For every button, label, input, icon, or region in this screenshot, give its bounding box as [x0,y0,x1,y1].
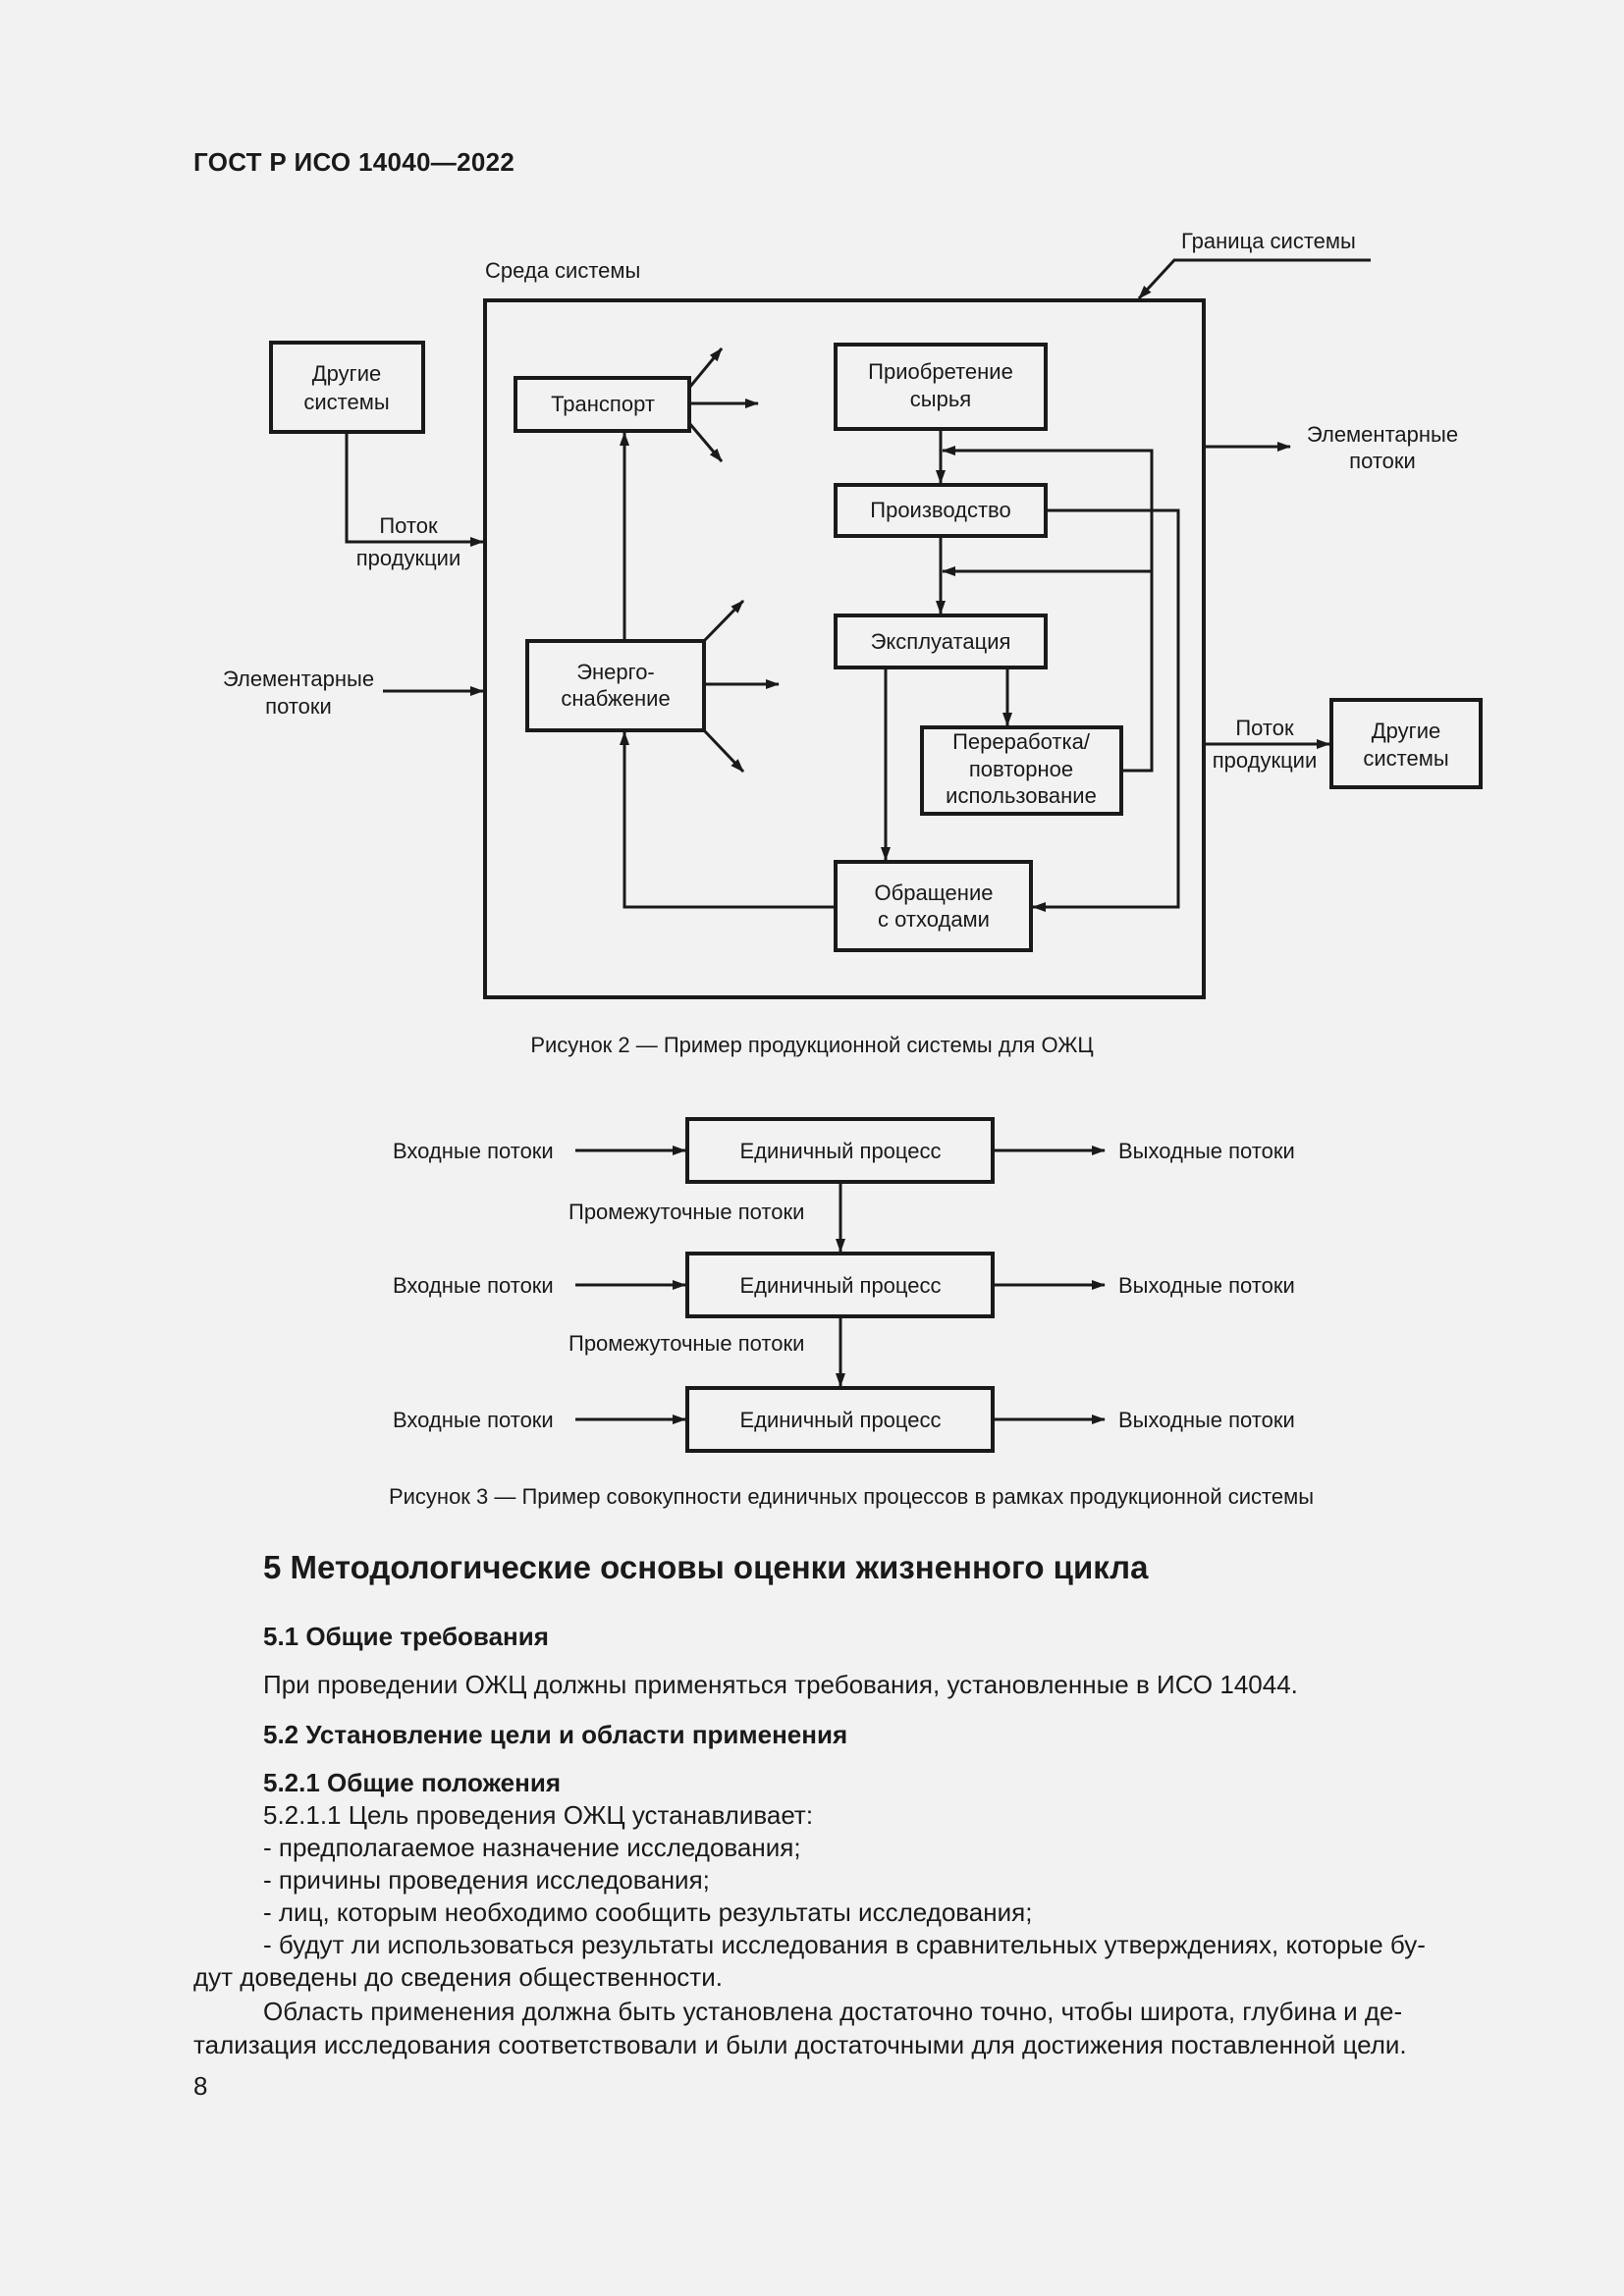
fig3-intermediate-1: Промежуточные потоки [568,1200,804,1224]
use-box [834,614,1048,669]
label-product-flow-left-1: Поток [379,513,438,538]
label-other-systems-left-1: Другие [312,361,381,386]
list-item: - лиц, которым необходимо сообщить резул… [263,1897,1033,1927]
label-product-flow-left-2: продукции [356,546,461,570]
scope-paragraph-line-1: Область применения должна быть установле… [263,1997,1403,2026]
label-energy-1: Энерго- [576,660,655,684]
list-item-last-line-1: - будут ли использоваться результаты исс… [263,1930,1426,1959]
section-5-2-1-title: 5.2.1 Общие положения [263,1768,561,1797]
system-boundary-box [483,298,1206,999]
fig3-output-2: Выходные потоки [1118,1273,1295,1298]
label-other-systems-right-2: системы [1363,746,1448,771]
label-recycling-2: повторное [969,757,1073,781]
fig3-output-3: Выходные потоки [1118,1408,1295,1432]
figure-2-diagram: Граница системы Среда системы Другие сис… [223,229,1483,999]
section-5-1-title: 5.1 Общие требования [263,1622,549,1651]
fig3-output-1: Выходные потоки [1118,1139,1295,1163]
page-number: 8 [193,2071,208,2101]
scope-paragraph-line-2: тализация исследования соответствовали и… [193,2030,1407,2059]
list-item: - предполагаемое назначение исследования… [263,1833,801,1862]
figure-2-caption: Рисунок 2 — Пример продукционной системы… [530,1033,1094,1057]
label-elementary-flows-left-1: Элементарные [223,667,374,691]
list-item: - причины проведения исследования; [263,1865,710,1895]
label-waste-2: с отходами [878,907,990,932]
label-raw-1: Приобретение [868,359,1013,384]
label-use: Эксплуатация [871,629,1011,654]
label-system-boundary: Граница системы [1181,229,1356,253]
label-elementary-flows-right-1: Элементарные [1307,422,1458,447]
fig3-process-1: Единичный процесс [739,1139,941,1163]
label-other-systems-right-1: Другие [1372,719,1440,743]
section-5-1-text: При проведении ОЖЦ должны применяться тр… [263,1670,1298,1699]
fig3-input-1: Входные потоки [393,1139,554,1163]
fig3-input-3: Входные потоки [393,1408,554,1432]
label-system-environment: Среда системы [485,258,640,283]
section-5-2-title: 5.2 Установление цели и области применен… [263,1720,848,1749]
list-item-last-line-2: дут доведены до сведения общественности. [193,1962,723,1992]
fig3-input-2: Входные потоки [393,1273,554,1298]
label-elementary-flows-right-2: потоки [1349,449,1416,473]
label-recycling-3: использование [946,783,1097,808]
label-production: Производство [870,498,1010,522]
label-product-flow-right-1: Поток [1235,716,1294,740]
fig3-intermediate-2: Промежуточные потоки [568,1331,804,1356]
label-transport: Транспорт [551,392,655,416]
label-raw-2: сырья [910,387,971,411]
other-systems-right-box [1329,698,1483,789]
section-5-2-1-1-intro: 5.2.1.1 Цель проведения ОЖЦ устанавливае… [263,1800,814,1830]
fig3-process-3: Единичный процесс [739,1408,941,1432]
label-waste-1: Обращение [875,881,994,905]
figure-3-diagram: Входные потоки Единичный процесс Выходны… [393,1117,1295,1453]
fig3-process-2: Единичный процесс [739,1273,941,1298]
label-other-systems-left-2: системы [303,390,389,414]
label-elementary-flows-left-2: потоки [265,694,332,719]
document-header: ГОСТ Р ИСО 14040—2022 [193,147,515,177]
figure-3-caption: Рисунок 3 — Пример совокупности единичны… [388,1484,1315,1509]
label-recycling-1: Переработка/ [952,729,1091,754]
label-energy-2: снабжение [561,686,670,711]
label-product-flow-right-2: продукции [1213,748,1318,773]
section-5-title: 5 Методологические основы оценки жизненн… [263,1549,1149,1585]
